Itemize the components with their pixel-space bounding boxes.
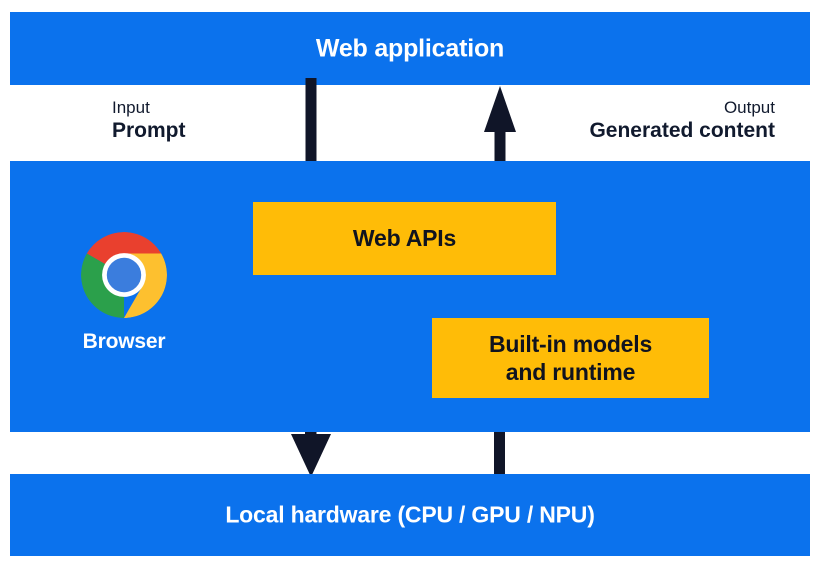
browser-cluster: Browser xyxy=(48,232,200,354)
chrome-logo-icon xyxy=(81,232,167,318)
flow-input-kind: Input xyxy=(112,98,150,117)
box-web-apis[interactable]: Web APIs xyxy=(253,202,556,275)
flow-input-value: Prompt xyxy=(112,119,186,143)
band-web-application: Web application xyxy=(10,12,810,85)
box-web-apis-label: Web APIs xyxy=(352,225,457,252)
box-built-in-models[interactable]: Built-in models and runtime xyxy=(432,318,709,398)
flow-label-input: Input Prompt xyxy=(112,98,186,143)
browser-label: Browser xyxy=(82,330,166,353)
local-hardware-title: Local hardware (CPU / GPU / NPU) xyxy=(225,501,595,528)
box-built-in-models-label: Built-in models and runtime xyxy=(488,330,653,385)
web-application-title: Web application xyxy=(315,34,505,62)
flow-output-value: Generated content xyxy=(589,119,775,143)
flow-label-output: Output Generated content xyxy=(589,98,775,143)
flow-output-kind: Output xyxy=(723,98,775,117)
band-local-hardware: Local hardware (CPU / GPU / NPU) xyxy=(10,474,810,556)
arrow-down-hardware-icon xyxy=(291,428,331,477)
